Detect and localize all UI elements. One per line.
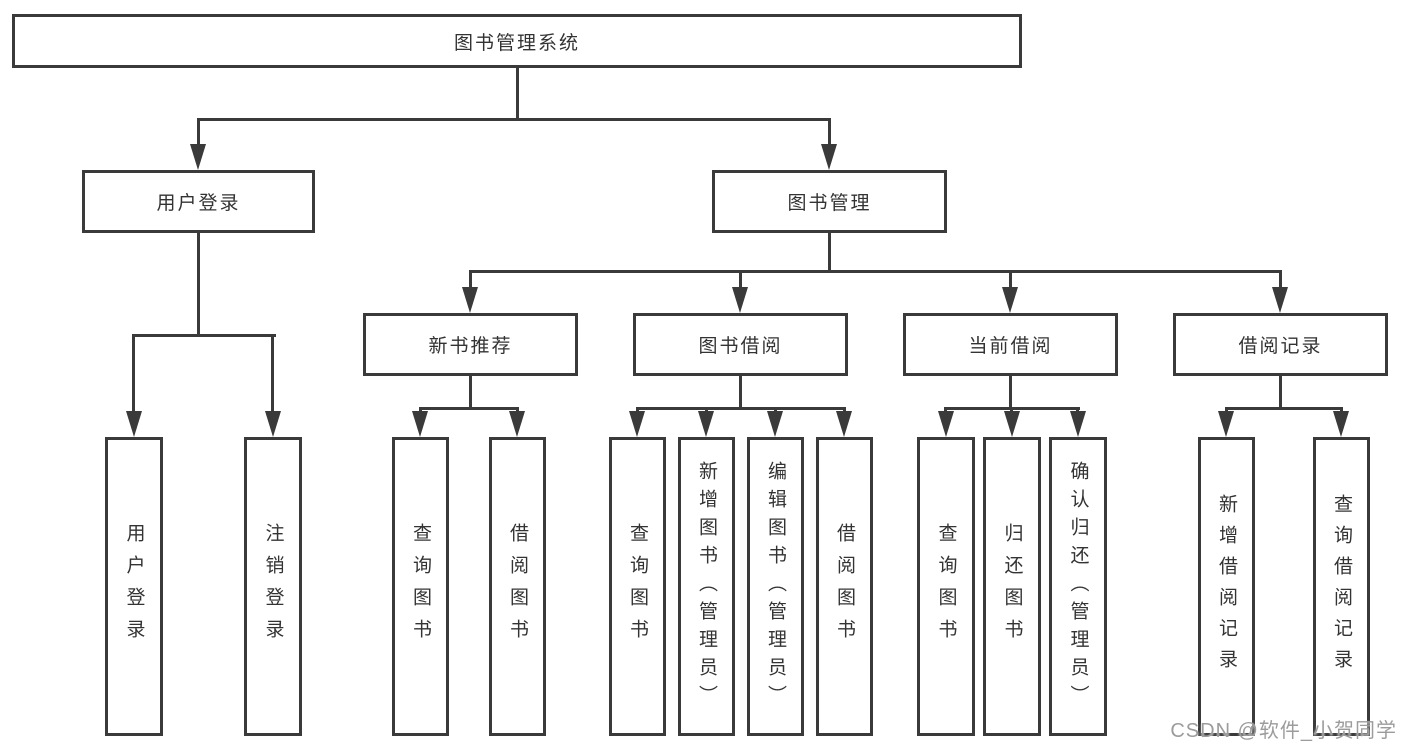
csdn-watermark: CSDN @软件_小贺同学: [1170, 720, 1397, 742]
node-label: 当前借阅: [968, 336, 1053, 357]
arrow-down-icon: [938, 411, 954, 437]
node-label: 注销登录: [262, 522, 284, 651]
leaf-edit-book-admin: 编辑图书（管理员）: [747, 437, 804, 736]
arrow-down-icon: [1004, 411, 1020, 437]
node-label: 图书借阅: [698, 336, 783, 357]
node-label: 新增图书（管理员）: [696, 460, 717, 713]
node-label: 查询图书: [935, 522, 957, 651]
arrow-down-icon: [821, 144, 837, 170]
arrow-down-icon: [190, 144, 206, 170]
node-borrow-records: 借阅记录: [1173, 313, 1388, 376]
arrow-down-icon: [126, 411, 142, 437]
node-label: 用户登录: [156, 193, 241, 214]
leaf-add-borrow-record: 新增借阅记录: [1198, 437, 1255, 736]
connector-root-left-drop: [197, 118, 200, 148]
arrow-down-icon: [1002, 287, 1018, 313]
connector-level3-drop: [1279, 270, 1282, 289]
connector-user-login-drop: [132, 334, 135, 413]
arrow-down-icon: [1272, 287, 1288, 313]
arrow-down-icon: [1218, 411, 1234, 437]
connector-book-management-spread: [469, 270, 1282, 273]
arrow-down-icon: [767, 411, 783, 437]
node-label: 图书管理系统: [453, 32, 580, 54]
arrow-down-icon: [412, 411, 428, 437]
arrow-down-icon: [1333, 411, 1349, 437]
leaf-borrow-books: 借阅图书: [816, 437, 873, 736]
node-label: 查询图书: [627, 522, 648, 651]
leaf-add-book-admin: 新增图书（管理员）: [678, 437, 735, 736]
arrow-down-icon: [629, 411, 645, 437]
node-label: 借阅图书: [834, 522, 855, 651]
leaf-query-books-borrow: 查询图书: [609, 437, 666, 736]
node-label: 归还图书: [1001, 522, 1023, 651]
node-user-login: 用户登录: [82, 170, 315, 233]
leaf-query-books-current: 查询图书: [917, 437, 975, 736]
node-library-management-system: 图书管理系统: [12, 14, 1022, 68]
leaf-user-login: 用户登录: [105, 437, 163, 736]
node-label: 借阅图书: [507, 522, 528, 651]
connector-level3-drop: [469, 270, 472, 289]
connector-user-login-drop: [271, 334, 274, 413]
node-new-book-recommend: 新书推荐: [363, 313, 578, 376]
node-current-borrow: 当前借阅: [903, 313, 1118, 376]
node-label: 新增借阅记录: [1216, 493, 1237, 680]
connector-root-spread: [197, 118, 831, 121]
connector-book-borrow-spread: [636, 407, 846, 410]
node-label: 编辑图书（管理员）: [765, 460, 786, 713]
node-label: 借阅记录: [1238, 336, 1323, 357]
node-label: 查询借阅记录: [1331, 493, 1352, 680]
connector-root-trunk: [516, 68, 519, 118]
arrow-down-icon: [509, 411, 525, 437]
arrow-down-icon: [836, 411, 852, 437]
connector-book-borrow-trunk: [739, 376, 742, 410]
node-book-borrow: 图书借阅: [633, 313, 848, 376]
node-label: 用户登录: [123, 522, 145, 651]
leaf-logout: 注销登录: [244, 437, 302, 736]
connector-user-login-trunk: [197, 233, 200, 337]
leaf-confirm-return-admin: 确认归还（管理员）: [1049, 437, 1107, 736]
node-label: 确认归还（管理员）: [1067, 460, 1089, 713]
arrow-down-icon: [265, 411, 281, 437]
node-label: 新书推荐: [428, 336, 513, 357]
connector-level3-drop: [739, 270, 742, 289]
arrow-down-icon: [1070, 411, 1086, 437]
connector-user-login-spread: [132, 334, 276, 337]
connector-borrow-records-trunk: [1279, 376, 1282, 410]
connector-new-book-trunk: [469, 376, 472, 410]
node-label: 查询图书: [410, 522, 431, 651]
connector-root-right-drop: [828, 118, 831, 148]
node-book-management: 图书管理: [712, 170, 947, 233]
arrow-down-icon: [732, 287, 748, 313]
connector-current-borrow-trunk: [1009, 376, 1012, 410]
connector-book-management-trunk: [828, 233, 831, 270]
leaf-return-books: 归还图书: [983, 437, 1041, 736]
arrow-down-icon: [462, 287, 478, 313]
node-label: 图书管理: [787, 193, 872, 214]
leaf-query-books-recommend: 查询图书: [392, 437, 449, 736]
connector-borrow-records-spread: [1225, 407, 1343, 410]
connector-new-book-spread: [419, 407, 519, 410]
leaf-query-borrow-record: 查询借阅记录: [1313, 437, 1370, 736]
connector-level3-drop: [1009, 270, 1012, 289]
arrow-down-icon: [698, 411, 714, 437]
leaf-borrow-books-recommend: 借阅图书: [489, 437, 546, 736]
